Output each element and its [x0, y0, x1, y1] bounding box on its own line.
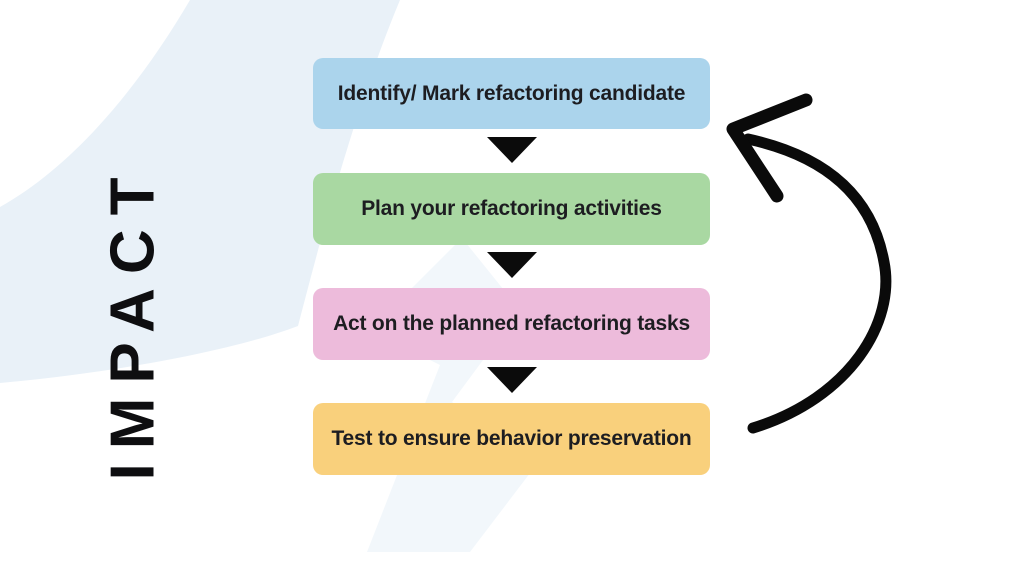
step-box-plan: Plan your refactoring activities: [313, 173, 710, 245]
loop-arrow-curve: [742, 133, 892, 434]
arrow-down-icon: [487, 137, 537, 163]
bolt-shape: [367, 238, 540, 552]
arrow-down-icon: [487, 367, 537, 393]
impact-vertical-label: IMPACT: [98, 163, 168, 481]
step-box-act: Act on the planned refactoring tasks: [313, 288, 710, 360]
step-box-identify: Identify/ Mark refactoring candidate: [313, 58, 710, 129]
step-box-test: Test to ensure behavior preservation: [313, 403, 710, 475]
loop-arrow-head: [726, 93, 813, 203]
arrow-down-icon: [487, 252, 537, 278]
